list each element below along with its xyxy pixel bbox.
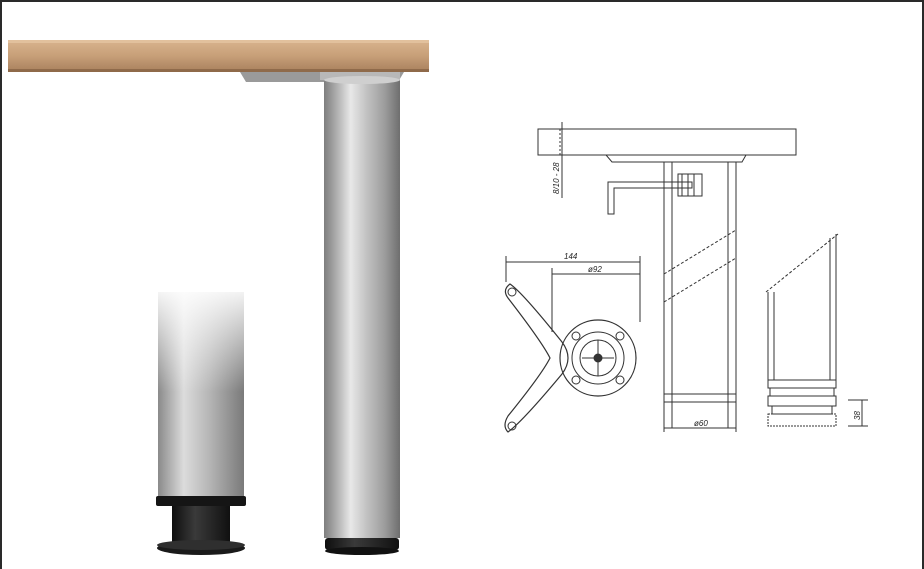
dim-bolt-circle: ø92: [588, 265, 602, 274]
dim-top-thickness: 8/10 - 28: [552, 162, 561, 194]
tall-leg: [324, 76, 400, 555]
dim-foot-height: 38: [853, 411, 862, 420]
dim-plate-width: 144: [564, 252, 578, 261]
dim-tube-diameter: ø60: [694, 419, 708, 428]
dimension-labels: 8/10 - 28 144 ø92 ø60 38: [552, 162, 862, 428]
table-top: [8, 40, 429, 72]
technical-drawing: [504, 122, 868, 433]
short-leg: [152, 282, 250, 555]
